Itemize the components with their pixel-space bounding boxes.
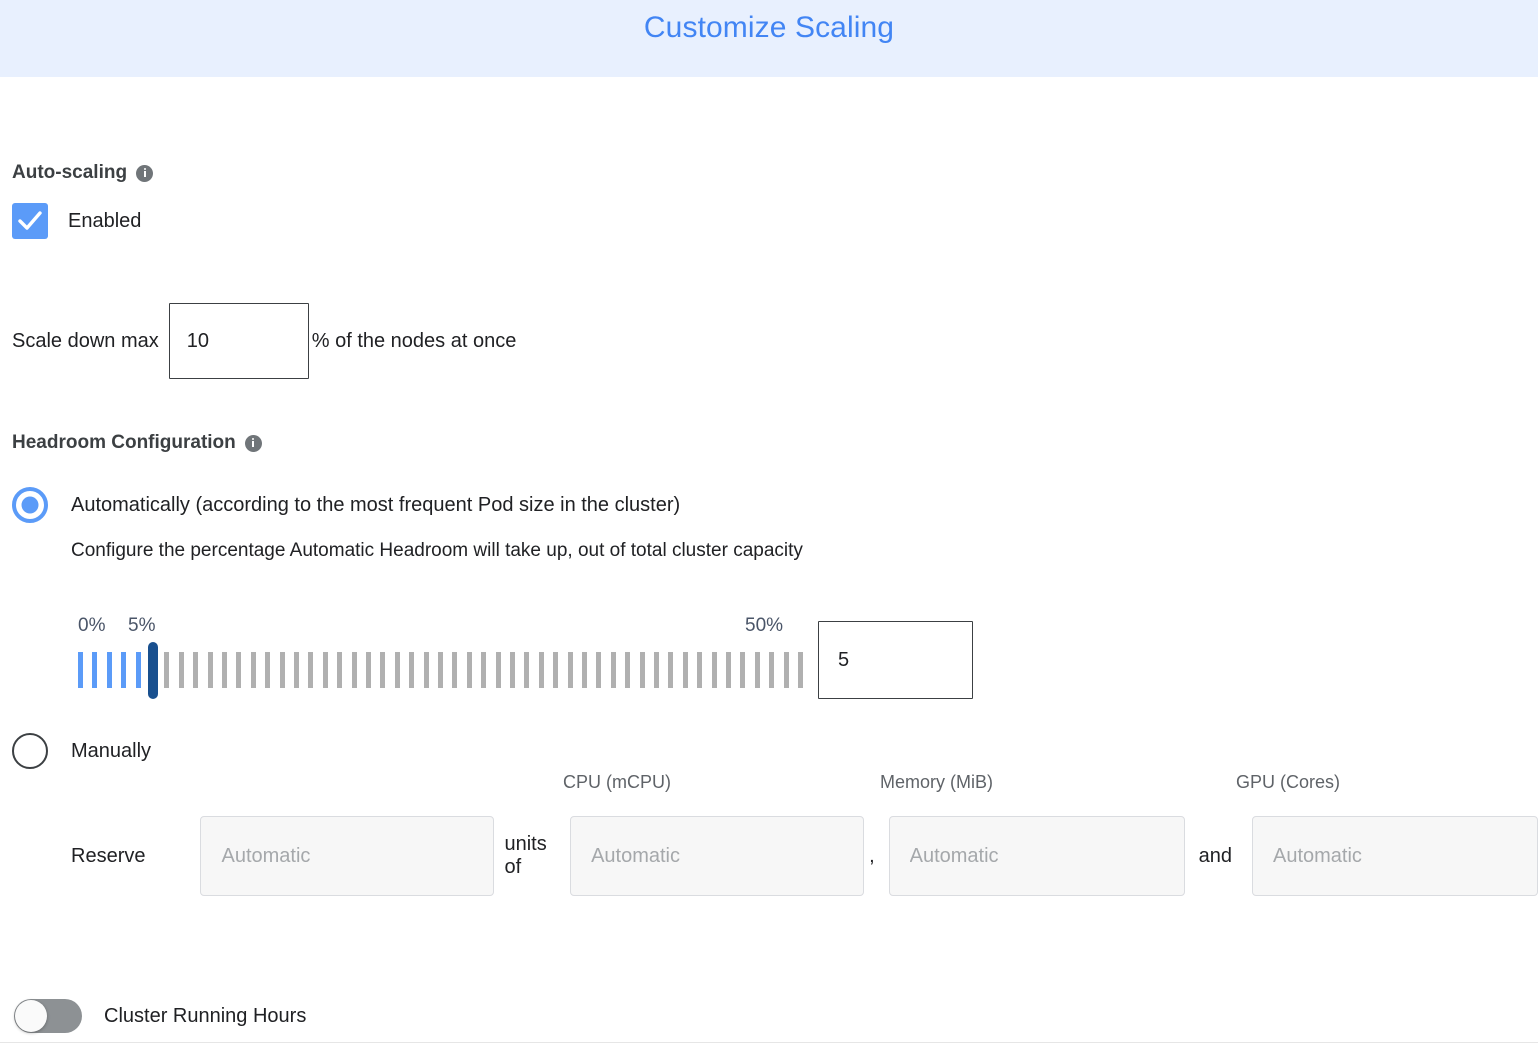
autoscaling-label-text: Auto-scaling [12, 162, 128, 183]
slider-tick [236, 652, 242, 688]
gpu-input[interactable] [1252, 816, 1538, 896]
slider-tick [409, 652, 415, 688]
reserve-row: Reserve units of , and [0, 816, 1538, 896]
slider-tick [682, 652, 688, 688]
autoscaling-section-label: Auto-scaling [12, 162, 154, 184]
slider-tick [538, 652, 544, 688]
cpu-field-caption: CPU (mCPU) [563, 772, 671, 792]
slider-tick [265, 652, 271, 688]
slider-tick [510, 652, 515, 688]
slider-tick [567, 652, 573, 688]
slider-tick [351, 652, 357, 688]
slider-tick [668, 652, 674, 688]
headroom-percent-input[interactable] [818, 621, 973, 699]
toggle-knob [15, 1000, 47, 1032]
scale-down-max-input[interactable] [168, 303, 309, 379]
headroom-slider-handle[interactable] [147, 642, 158, 699]
autoscaling-enabled-checkbox[interactable] [12, 203, 48, 239]
slider-tick [438, 652, 443, 688]
slider-tick [337, 652, 343, 688]
slider-tick [121, 652, 127, 688]
slider-tick [639, 652, 645, 688]
slider-tick [524, 652, 530, 688]
slider-tick [754, 652, 760, 688]
radio-automatic-label: Automatically (according to the most fre… [71, 493, 681, 516]
reserve-label: Reserve [71, 844, 146, 867]
radio-automatic[interactable] [12, 487, 48, 523]
checkmark-icon [18, 211, 42, 230]
slider-tick [279, 652, 285, 688]
page-title: Customize Scaling [643, 11, 895, 44]
reserve-units-input[interactable] [200, 816, 495, 896]
slider-tick [452, 652, 458, 688]
slider-tick [92, 652, 98, 688]
cluster-running-hours-toggle[interactable] [14, 999, 82, 1033]
memory-input[interactable] [888, 816, 1185, 896]
slider-tick [164, 652, 170, 688]
autoscaling-enabled-label: Enabled [68, 209, 142, 232]
units-of-label: units of [504, 833, 547, 878]
comma-separator: , [869, 844, 875, 867]
slider-tick [625, 652, 631, 688]
slider-tick [394, 652, 400, 688]
headroom-label-text: Headroom Configuration [12, 432, 236, 453]
slider-tick [697, 652, 703, 688]
slider-value-label: 5% [128, 615, 156, 636]
slider-tick [222, 652, 227, 688]
headroom-description: Configure the percentage Automatic Headr… [71, 540, 803, 561]
slider-tick [106, 652, 112, 688]
slider-tick [135, 652, 141, 688]
gpu-field-caption: GPU (Cores) [1236, 772, 1341, 792]
slider-tick [466, 652, 472, 688]
slider-tick [711, 652, 717, 688]
slider-max-label: 50% [745, 615, 784, 636]
slider-tick [769, 652, 775, 688]
slider-tick [481, 652, 487, 688]
info-icon[interactable] [136, 164, 154, 182]
cluster-running-hours-row[interactable]: Cluster Running Hours [14, 999, 306, 1033]
slider-tick [654, 652, 659, 688]
slider-tick [798, 652, 803, 688]
slider-tick [553, 652, 559, 688]
slider-tick [740, 652, 746, 688]
headroom-section-label: Headroom Configuration [12, 432, 262, 454]
slider-tick [783, 652, 789, 688]
radio-manual-label: Manually [71, 739, 152, 762]
slider-tick [322, 652, 328, 688]
headroom-slider-track[interactable] [78, 642, 803, 699]
info-icon[interactable] [244, 434, 262, 452]
scale-down-max-label: Scale down max [12, 329, 159, 352]
scale-down-max-suffix: % of the nodes at once [311, 329, 517, 352]
slider-tick [596, 652, 602, 688]
slider-tick [366, 652, 371, 688]
dialog-header: Customize Scaling [0, 0, 1538, 77]
cpu-input[interactable] [570, 816, 865, 896]
and-separator: and [1198, 844, 1232, 867]
slider-tick [250, 652, 256, 688]
autoscaling-enabled-row[interactable]: Enabled [12, 203, 141, 239]
slider-tick [308, 652, 314, 688]
headroom-option-automatic[interactable]: Automatically (according to the most fre… [12, 487, 680, 523]
slider-tick [178, 652, 184, 688]
slider-tick [193, 652, 199, 688]
scale-down-max-row: Scale down max % of the nodes at once [12, 303, 516, 379]
cluster-running-hours-label: Cluster Running Hours [104, 1004, 307, 1027]
slider-tick [78, 652, 83, 688]
slider-tick [380, 652, 386, 688]
slider-tick [582, 652, 587, 688]
radio-manual[interactable] [12, 733, 48, 769]
slider-tick [294, 652, 299, 688]
slider-tick [423, 652, 429, 688]
memory-field-caption: Memory (MiB) [880, 772, 993, 792]
slider-tick [495, 652, 501, 688]
headroom-option-manual[interactable]: Manually [12, 733, 151, 769]
slider-tick [610, 652, 616, 688]
slider-min-label: 0% [78, 615, 106, 636]
slider-tick [207, 652, 213, 688]
slider-tick [726, 652, 731, 688]
